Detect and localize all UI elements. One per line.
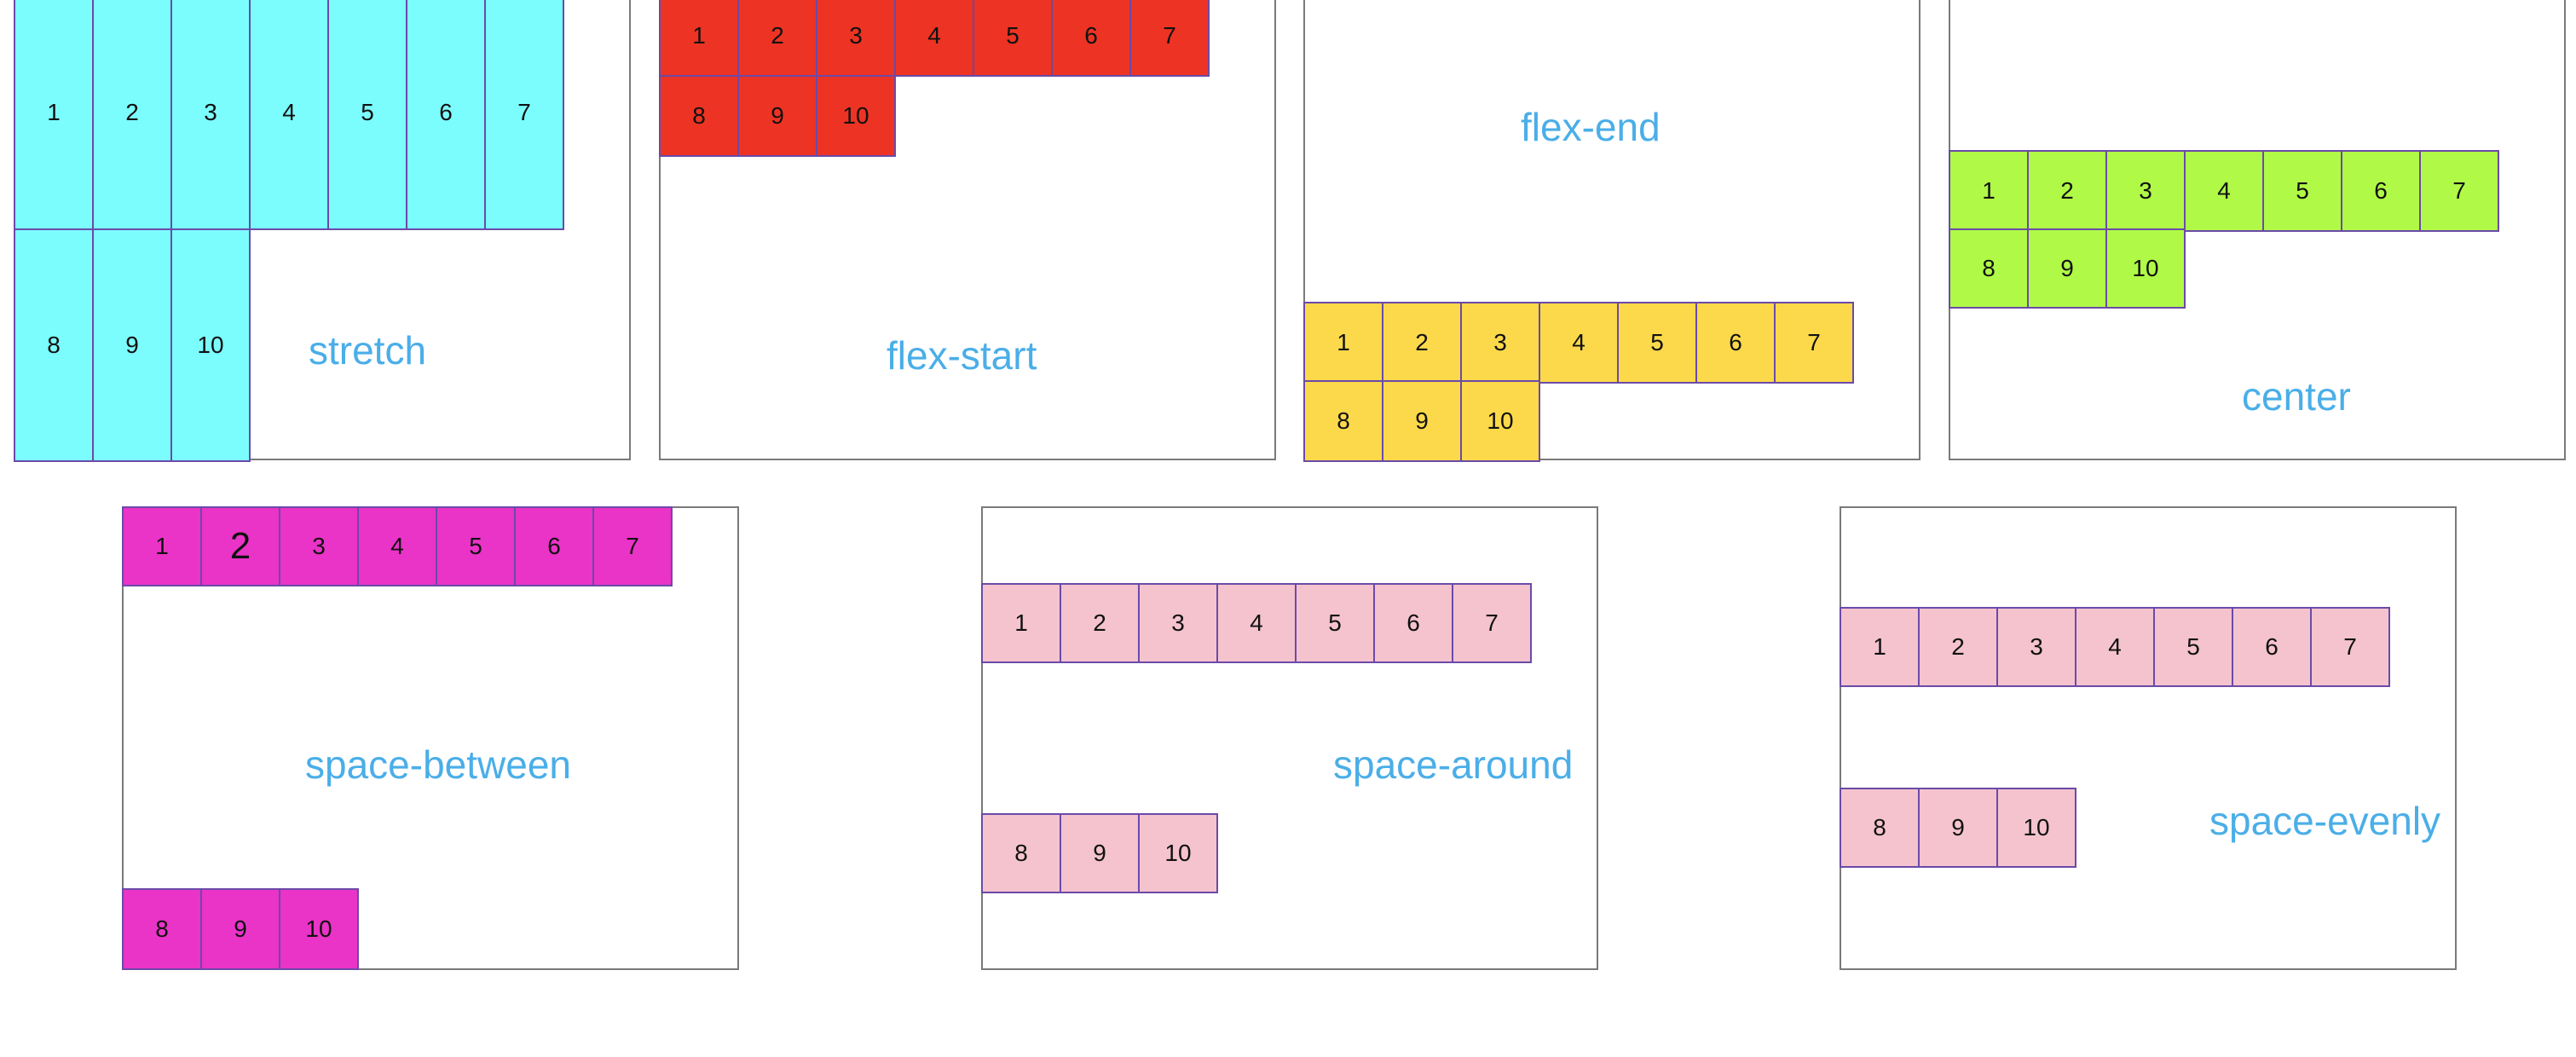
flex-item-5: 5 — [436, 506, 516, 586]
flex-item-7: 7 — [484, 0, 564, 230]
flex-item-3: 3 — [816, 0, 896, 77]
flex-item-5: 5 — [973, 0, 1053, 77]
flex-item-7: 7 — [1774, 302, 1854, 384]
flex-item-2: 2 — [1382, 302, 1462, 384]
flex-item-8: 8 — [1303, 380, 1383, 462]
caption-flex-end: flex-end — [1521, 105, 1661, 149]
flex-item-8: 8 — [1949, 228, 2029, 309]
flex-item-4: 4 — [894, 0, 974, 77]
panel-space-around — [981, 506, 1598, 970]
flex-item-7: 7 — [592, 506, 673, 586]
flex-item-5: 5 — [2262, 150, 2342, 232]
flex-item-7: 7 — [2310, 607, 2390, 687]
flex-item-3: 3 — [170, 0, 251, 230]
flex-item-5: 5 — [1617, 302, 1697, 384]
flex-item-1: 1 — [981, 583, 1061, 663]
flex-item-7: 7 — [1452, 583, 1532, 663]
caption-stretch: stretch — [309, 328, 427, 373]
caption-flex-start: flex-start — [887, 333, 1037, 378]
flex-item-6: 6 — [2232, 607, 2312, 687]
flex-item-2: 2 — [1060, 583, 1140, 663]
flex-item-5: 5 — [327, 0, 407, 230]
caption-space-around: space-around — [1333, 742, 1574, 787]
flex-item-2: 2 — [200, 506, 280, 586]
flex-item-9: 9 — [1060, 813, 1140, 893]
flex-item-8: 8 — [1840, 788, 1920, 868]
flex-item-1: 1 — [1949, 150, 2029, 232]
flex-item-2: 2 — [1918, 607, 1998, 687]
flex-item-10: 10 — [170, 228, 251, 462]
flex-item-8: 8 — [122, 888, 202, 970]
caption-center: center — [2242, 374, 2351, 419]
flex-item-5: 5 — [2153, 607, 2233, 687]
flex-item-8: 8 — [659, 75, 739, 157]
flex-item-9: 9 — [92, 228, 172, 462]
flex-item-10: 10 — [2105, 228, 2186, 309]
flex-item-4: 4 — [2184, 150, 2264, 232]
flex-item-4: 4 — [1216, 583, 1297, 663]
flex-item-9: 9 — [737, 75, 817, 157]
flex-item-7: 7 — [2419, 150, 2499, 232]
flex-item-6: 6 — [1051, 0, 1131, 77]
flex-item-2: 2 — [2027, 150, 2107, 232]
flex-item-1: 1 — [14, 0, 94, 230]
flex-item-1: 1 — [659, 0, 739, 77]
flex-item-6: 6 — [1373, 583, 1453, 663]
flex-item-2: 2 — [92, 0, 172, 230]
flex-item-9: 9 — [1918, 788, 1998, 868]
flex-item-1: 1 — [1303, 302, 1383, 384]
flex-item-10: 10 — [1460, 380, 1540, 462]
flex-item-4: 4 — [1539, 302, 1619, 384]
flex-item-10: 10 — [1996, 788, 2076, 868]
flex-item-7: 7 — [1129, 0, 1210, 77]
flex-item-6: 6 — [1695, 302, 1776, 384]
flex-item-2: 2 — [737, 0, 817, 77]
flex-item-3: 3 — [1460, 302, 1540, 384]
flex-item-10: 10 — [816, 75, 896, 157]
flex-item-5: 5 — [1295, 583, 1375, 663]
flex-item-4: 4 — [357, 506, 437, 586]
flex-item-3: 3 — [1138, 583, 1218, 663]
flex-item-10: 10 — [1138, 813, 1218, 893]
flex-item-8: 8 — [14, 228, 94, 462]
flex-item-1: 1 — [122, 506, 202, 586]
flex-item-6: 6 — [406, 0, 486, 230]
flex-item-6: 6 — [2341, 150, 2421, 232]
flex-item-1: 1 — [1840, 607, 1920, 687]
flex-item-10: 10 — [279, 888, 359, 970]
flex-item-4: 4 — [2075, 607, 2155, 687]
flex-item-3: 3 — [2105, 150, 2186, 232]
flex-item-9: 9 — [200, 888, 280, 970]
flex-item-9: 9 — [1382, 380, 1462, 462]
flex-item-3: 3 — [1996, 607, 2076, 687]
caption-space-between: space-between — [305, 742, 571, 787]
flex-item-6: 6 — [514, 506, 594, 586]
panel-space-evenly — [1840, 506, 2457, 970]
flex-item-3: 3 — [279, 506, 359, 586]
flex-item-8: 8 — [981, 813, 1061, 893]
flex-item-9: 9 — [2027, 228, 2107, 309]
flex-item-4: 4 — [249, 0, 329, 230]
caption-space-evenly: space-evenly — [2209, 799, 2441, 843]
